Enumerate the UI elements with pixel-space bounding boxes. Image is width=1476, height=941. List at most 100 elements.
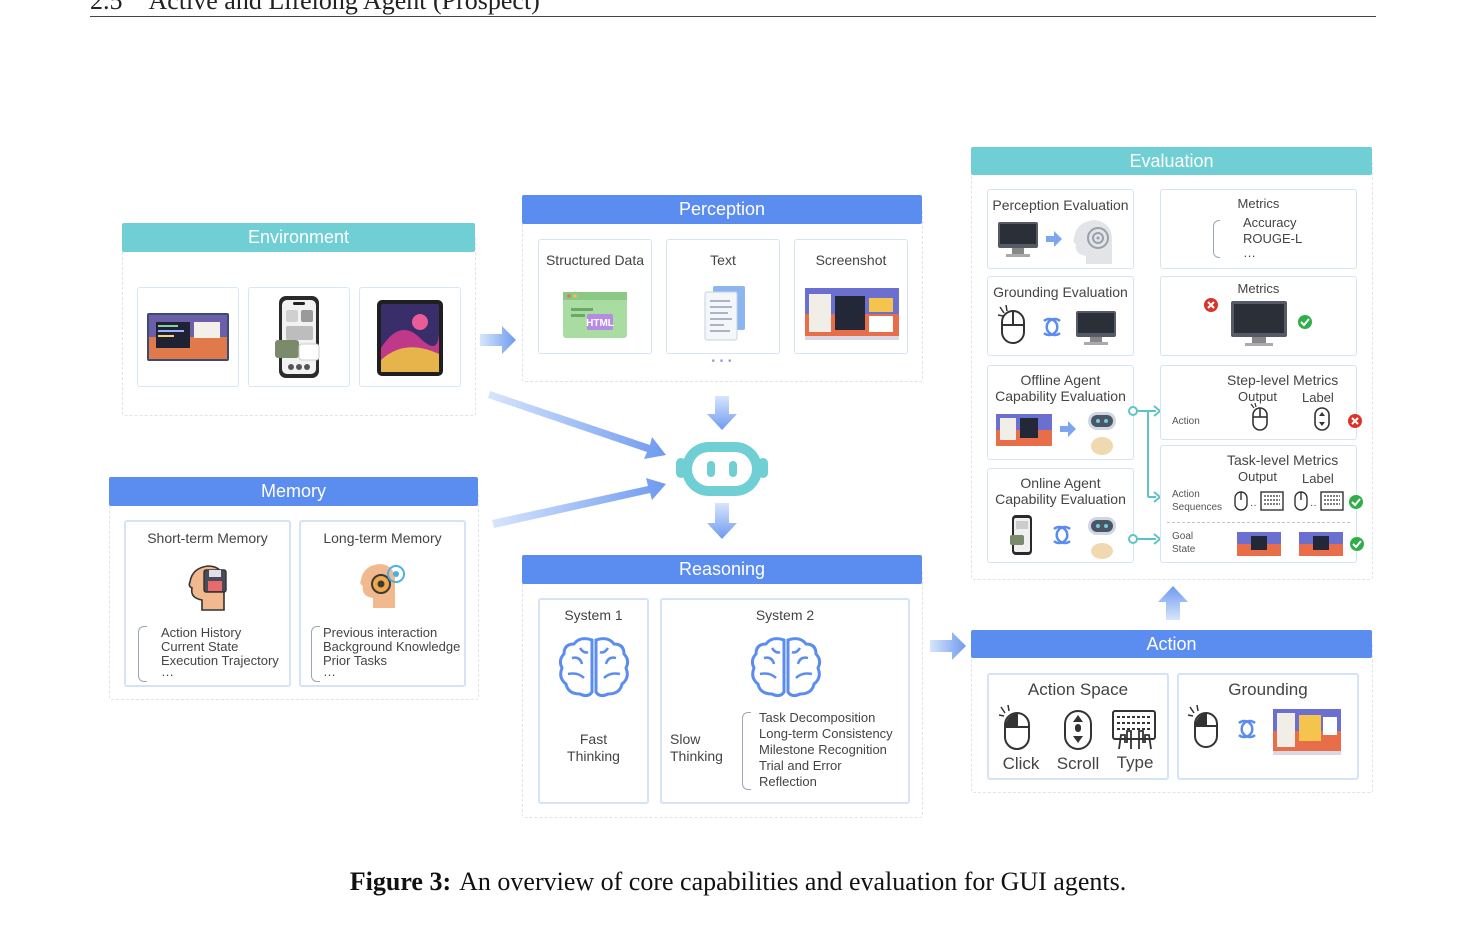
action-sequence-icons: ·· ·· [1234,491,1363,511]
system2-mode: Slow [670,731,701,747]
text-label: Text [710,252,736,268]
system1-title: System 1 [564,607,623,623]
text-card: Text [666,239,780,354]
short-term-item: Action History [161,625,242,640]
arrow-perception-to-agent [707,396,737,430]
short-term-item: Current State [161,639,239,654]
env-desktop-card [137,287,239,387]
tablet-icon [377,300,443,376]
perception-eval-title: Perception Evaluation [992,197,1129,213]
arrow-agent-to-reasoning [707,503,737,539]
metric-item: Accuracy [1243,215,1297,230]
offline-eval-title: Offline Agent [1020,372,1101,388]
goal-state-screenshots [1237,532,1364,556]
mouse-to-monitor-icon [997,304,1116,345]
long-term-item: … [323,664,336,679]
html-badge: HTML [586,318,614,329]
short-term-memory-title: Short-term Memory [147,530,268,546]
arrow-env-to-perception [480,326,516,354]
action-space-card: Action Space Click Scroll Type [987,673,1169,780]
perception-more-dots: • • • [711,356,733,367]
structured-data-label: Structured Data [545,252,645,268]
evaluation-title: Evaluation [1129,150,1214,171]
perception-eval-card: Perception Evaluation [987,189,1134,269]
step-level-title: Step-level Metrics [1227,372,1339,388]
head-gear-icon [360,564,405,608]
system2-mode: Thinking [670,748,723,764]
task-row1-label: Action [1172,489,1200,500]
action-grounding-card: Grounding [1177,673,1359,780]
long-term-memory-card: Long-term Memory Previous interaction Ba… [299,520,466,687]
screenshot-card: Screenshot [794,239,908,354]
phone-loop-robot-icon [1010,515,1116,559]
short-term-memory-card: Short-term Memory Action History Current… [124,520,291,687]
long-term-item: Previous interaction [323,625,438,640]
online-eval-title: Online Agent [1020,475,1101,491]
svg-text:··: ·· [1250,500,1257,511]
system1-mode: Fast [579,731,608,747]
head-floppy-icon [188,565,227,611]
agent-robot-icon [676,442,768,496]
perception-title-bar: Perception [522,195,922,224]
grounding-metrics-card: Metrics [1160,276,1357,356]
task-label-header: Label [1302,471,1334,486]
desktop-screen-icon [147,313,229,361]
step-label-header: Label [1302,390,1334,405]
evaluation-title-bar: Evaluation [971,147,1372,175]
system2-item: Trial and Error [759,758,842,773]
offline-eval-card: Offline Agent Capability Evaluation [987,365,1134,460]
screenshot-label: Screenshot [815,252,887,268]
perception-metrics-card: Metrics Accuracy ROUGE-L … [1160,189,1357,269]
task-divider [1167,522,1350,523]
long-term-memory-title: Long-term Memory [323,530,442,546]
action-grounding-title: Grounding [1228,680,1308,699]
type-label: Type [1116,753,1154,772]
reasoning-title: Reasoning [678,559,766,579]
caption-text: An overview of core capabilities and eva… [459,867,1127,896]
step-level-card: Step-level Metrics Output Label Action [1160,365,1362,440]
system2-item: Task Decomposition [759,710,876,725]
grounding-eval-title: Grounding Evaluation [993,284,1128,300]
memory-title-bar: Memory [109,477,478,506]
reasoning-title-bar: Reasoning [522,555,922,584]
figure-caption: Figure 3:An overview of core capabilitie… [0,867,1476,897]
perception-title: Perception [678,199,766,219]
task-level-title: Task-level Metrics [1227,452,1339,468]
caption-label: Figure 3: [349,867,452,896]
action-title-bar: Action [971,630,1372,658]
environment-title: Environment [247,227,350,247]
svg-text:··: ·· [1310,500,1317,511]
system2-item: Milestone Recognition [759,742,887,757]
scroll-label: Scroll [1056,754,1100,773]
smartphone-icon [275,296,320,378]
environment-title-bar: Environment [122,223,475,252]
arrow-agent-to-environment [488,391,666,459]
metric-item: ROUGE-L [1243,231,1303,246]
step-row-label: Action [1172,416,1200,427]
mouse-loop-screenshot-icon [1187,704,1341,755]
grounding-eval-card: Grounding Evaluation [987,276,1134,356]
scroll-mouse-icon [1064,710,1092,750]
monitor-with-marks-icon [1204,298,1312,346]
short-term-item: … [161,664,174,679]
long-term-item: Background Knowledge [323,639,461,654]
system1-mode: Thinking [567,748,620,764]
screenshot-to-robot-icon [996,412,1116,455]
eval-connectors [1128,405,1162,545]
grounding-metrics-title: Metrics [1237,281,1280,296]
brain-icon [558,637,630,698]
keyboard-hands-icon [1112,710,1156,750]
section-header: 2.5 Active and Lifelong Agent (Prospect) [90,0,540,16]
short-term-item: Execution Trajectory [161,653,279,668]
section-number: 2.5 [90,0,123,15]
memory-title: Memory [260,481,326,501]
click-mouse-icon [998,704,1030,750]
long-term-item: Prior Tasks [323,653,388,668]
offline-eval-title: Capability Evaluation [995,388,1126,404]
online-eval-card: Online Agent Capability Evaluation [987,468,1134,563]
system2-card: System 2 Slow Thinking Task Decompositio… [660,598,910,804]
step-mouse-compare-icon [1250,402,1362,431]
metric-item: … [1243,245,1256,260]
monitor-to-head-icon [998,220,1112,264]
system2-item: Reflection [759,774,817,789]
